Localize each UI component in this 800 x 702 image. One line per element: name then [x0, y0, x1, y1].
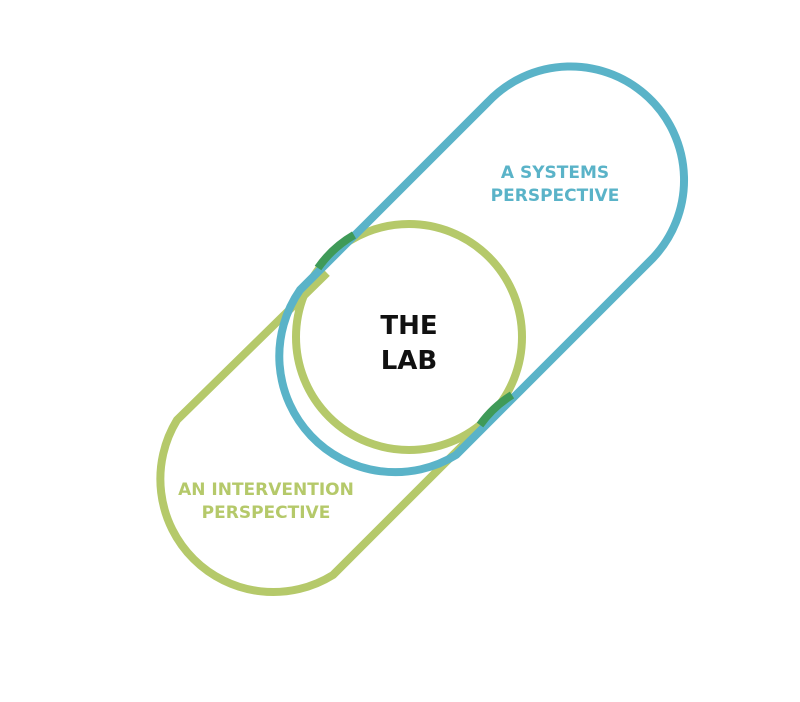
systems-label-line1: A SYSTEMS [501, 163, 609, 183]
lab-circle [292, 220, 526, 454]
intervention-label-line2: PERSPECTIVE [202, 503, 331, 523]
intervention-label-line1: AN INTERVENTION [178, 480, 354, 500]
intervention-capsule [156, 270, 486, 596]
systems-label-line2: PERSPECTIVE [491, 186, 620, 206]
systems-capsule [275, 62, 689, 477]
overlap-lower [476, 391, 515, 428]
center-label-line1: THE [380, 311, 437, 341]
overlap-upper [314, 231, 357, 271]
center-label-line2: LAB [381, 346, 438, 376]
